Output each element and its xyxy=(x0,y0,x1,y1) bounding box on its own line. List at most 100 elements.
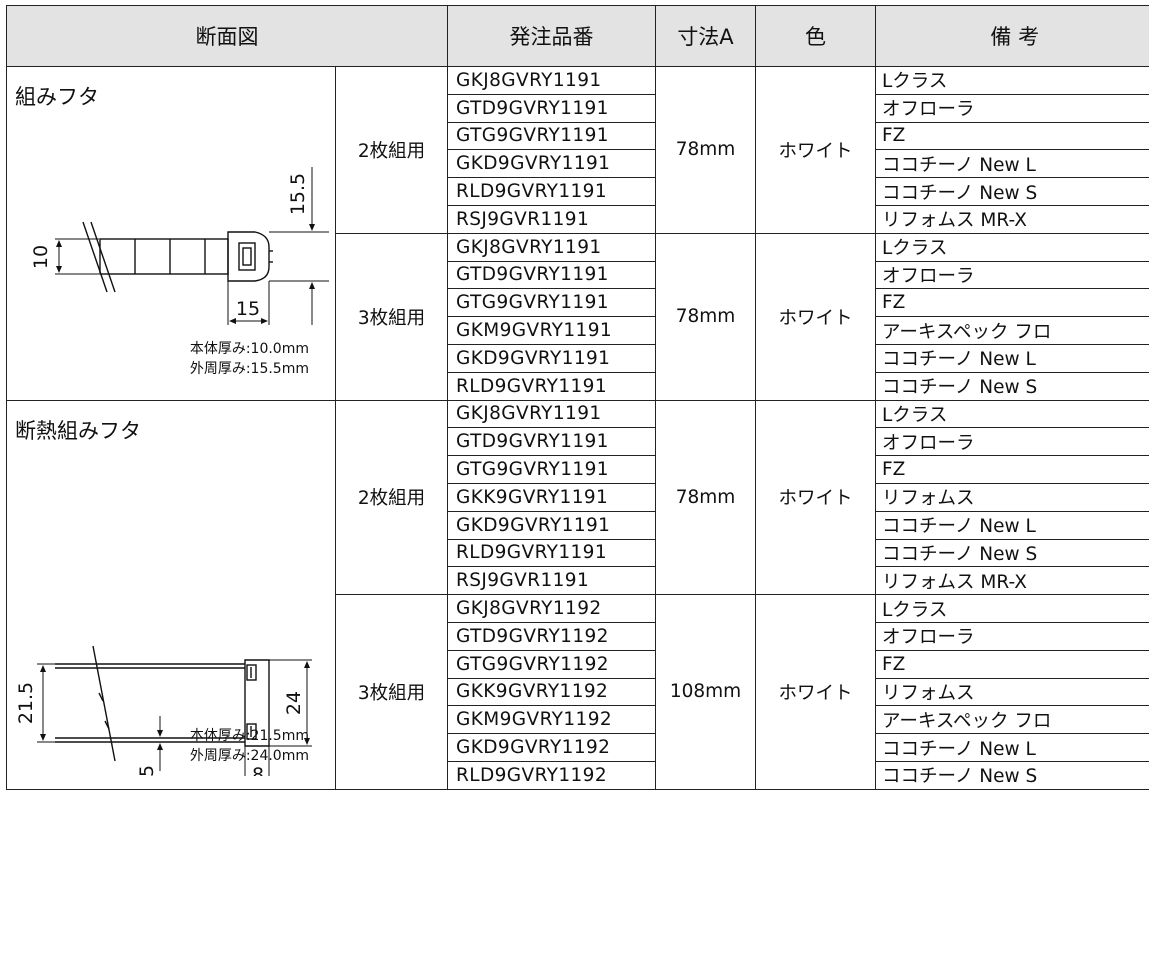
remark: Lクラス xyxy=(875,399,1149,429)
table-row: RLD9GVRY1192 ココチーノ New S xyxy=(7,760,1149,790)
order-code: GTD9GVRY1191 xyxy=(447,427,656,457)
order-code: GKM9GVRY1192 xyxy=(447,705,656,735)
set-count: 2枚組用 xyxy=(335,399,448,596)
order-code: RLD9GVRY1191 xyxy=(447,371,656,401)
order-code: GKD9GVRY1191 xyxy=(447,343,656,373)
remark: オフローラ xyxy=(875,260,1149,290)
set-count: 3枚組用 xyxy=(335,594,448,790)
spec-table: 断面図 発注品番 寸法A 色 備 考 xyxy=(6,5,1149,790)
table-row: GKM9GVRY1192 アーキスペック フロ xyxy=(7,705,1149,735)
order-code: RSJ9GVR1191 xyxy=(447,204,656,234)
order-code: RLD9GVRY1191 xyxy=(447,538,656,568)
remark: ココチーノ New S xyxy=(875,371,1149,401)
remark: リフォムス MR-X xyxy=(875,566,1149,596)
order-code: GTG9GVRY1191 xyxy=(447,455,656,484)
table-row: RSJ9GVR1191 リフォムス MR-X xyxy=(7,566,1149,596)
cross-section-diagram: 10 15 15.5 xyxy=(30,167,329,325)
remark: ココチーノ New L xyxy=(875,343,1149,373)
table-row: GKD9GVRY1191 ココチーノ New L xyxy=(7,510,1149,540)
order-code: GKJ8GVRY1192 xyxy=(447,594,656,623)
color-value: ホワイト xyxy=(755,399,876,596)
order-code: GTG9GVRY1191 xyxy=(447,288,656,318)
order-code: GKJ8GVRY1191 xyxy=(447,66,656,95)
order-code: GKD9GVRY1192 xyxy=(447,733,656,762)
remark: Lクラス xyxy=(875,232,1149,262)
order-code: RSJ9GVR1191 xyxy=(447,566,656,596)
table-row: 10 15 15.5 組みフタ 本体厚み:10.0mm 外周厚み:15.5mm … xyxy=(6,66,1149,401)
section-title: 組みフタ xyxy=(15,85,99,109)
dimension-a: 78mm xyxy=(655,232,756,401)
table-row: GTD9GVRY1192 オフローラ xyxy=(7,621,1149,651)
remark: FZ xyxy=(875,121,1149,151)
remark: ココチーノ New S xyxy=(875,538,1149,568)
order-code: GTD9GVRY1191 xyxy=(447,93,656,123)
color-value: ホワイト xyxy=(755,232,876,401)
remark: アーキスペック フロ xyxy=(875,316,1149,345)
dimension-label: 15 xyxy=(236,298,260,320)
order-code: GKD9GVRY1191 xyxy=(447,149,656,179)
order-code: GTD9GVRY1192 xyxy=(447,621,656,651)
section-title: 断熱組みフタ xyxy=(15,418,141,443)
body-thickness: 本体厚み:21.5mm xyxy=(189,727,309,744)
thickness-notes: 本体厚み:10.0mm 外周厚み:15.5mm xyxy=(190,339,309,379)
order-code: GKM9GVRY1191 xyxy=(447,316,656,345)
remark: オフローラ xyxy=(875,427,1149,457)
order-code: GTG9GVRY1192 xyxy=(447,649,656,679)
dimension-label: 10 xyxy=(30,245,52,269)
body-thickness: 本体厚み:10.0mm xyxy=(189,341,309,357)
header-note: 備 考 xyxy=(875,5,1149,67)
remark: ココチーノ New S xyxy=(875,760,1149,790)
remark: アーキスペック フロ xyxy=(875,705,1149,735)
header-color: 色 xyxy=(755,5,876,67)
remark: Lクラス xyxy=(875,594,1149,623)
remark: FZ xyxy=(875,649,1149,679)
remark: リフォムス xyxy=(875,677,1149,707)
order-code: GTD9GVRY1191 xyxy=(447,260,656,290)
remark: ココチーノ New L xyxy=(875,510,1149,540)
order-code: RLD9GVRY1192 xyxy=(447,760,656,790)
thickness-notes: 本体厚み:21.5mm 外周厚み:24.0mm xyxy=(190,726,309,766)
table-row: GTD9GVRY1191 オフローラ xyxy=(7,93,1149,123)
rim-thickness: 外周厚み:24.0mm xyxy=(189,747,309,764)
table-row: GKD9GVRY1191 ココチーノ New L xyxy=(7,149,1149,179)
remark: オフローラ xyxy=(875,621,1149,651)
order-code: GKJ8GVRY1191 xyxy=(447,399,656,429)
table-row: 21.5 24 0.75 8 断熱組みフタ 本体厚み:21.5mm 外周厚み:2… xyxy=(6,399,1149,790)
order-code: GKD9GVRY1191 xyxy=(447,510,656,540)
cross-section-diagram: 21.5 24 0.75 8 xyxy=(15,645,312,776)
table-row: GKD9GVRY1191 ココチーノ New L xyxy=(7,343,1149,373)
header-row: 断面図 発注品番 寸法A 色 備 考 xyxy=(6,5,1149,67)
remark: オフローラ xyxy=(875,93,1149,123)
table-row: RSJ9GVR1191 リフォムス MR-X xyxy=(7,204,1149,234)
section-diagram-cell: 21.5 24 0.75 8 断熱組みフタ 本体厚み:21.5mm 外周厚み:2… xyxy=(6,399,336,790)
remark: リフォムス MR-X xyxy=(875,204,1149,234)
dimension-a: 78mm xyxy=(655,399,756,596)
dimension-label: 15.5 xyxy=(287,173,309,215)
color-value: ホワイト xyxy=(755,66,876,234)
remark: FZ xyxy=(875,288,1149,318)
table-row: GTD9GVRY1191 オフローラ xyxy=(7,427,1149,457)
header-code: 発注品番 xyxy=(447,5,656,67)
remark: リフォムス xyxy=(875,482,1149,512)
section-diagram-cell: 10 15 15.5 組みフタ 本体厚み:10.0mm 外周厚み:15.5mm xyxy=(6,66,336,401)
color-value: ホワイト xyxy=(755,594,876,790)
order-code: RLD9GVRY1191 xyxy=(447,177,656,206)
dimension-a: 108mm xyxy=(655,594,756,790)
remark: ココチーノ New S xyxy=(875,177,1149,206)
dimension-label: 8 xyxy=(252,764,264,776)
dimension-label: 0.75 xyxy=(136,764,158,775)
remark: ココチーノ New L xyxy=(875,149,1149,179)
order-code: GKK9GVRY1192 xyxy=(447,677,656,707)
table-row: GTG9GVRY1191 FZ xyxy=(7,288,1149,318)
table-row: GKM9GVRY1191 アーキスペック フロ xyxy=(7,316,1149,345)
set-count: 2枚組用 xyxy=(335,66,448,234)
dimension-label: 21.5 xyxy=(15,681,37,723)
table-row: RLD9GVRY1191 ココチーノ New S xyxy=(7,538,1149,568)
order-code: GKJ8GVRY1191 xyxy=(447,232,656,262)
dimension-a: 78mm xyxy=(655,66,756,234)
